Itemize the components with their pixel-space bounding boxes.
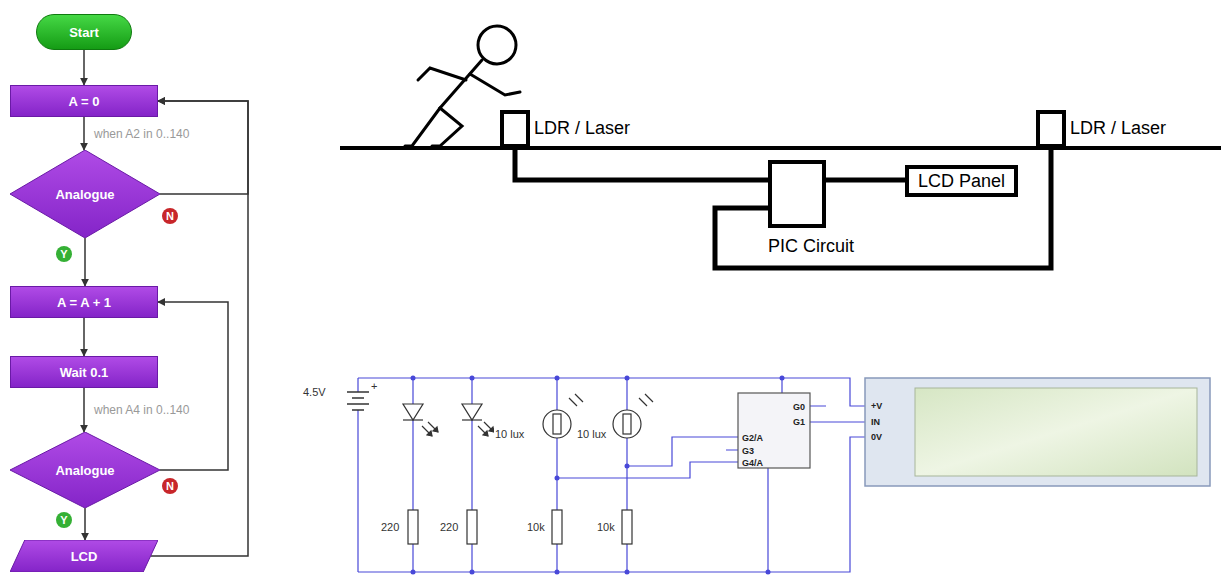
light-level: 10 lux	[494, 428, 525, 441]
edge-condition: when A4 in 0..140	[92, 403, 191, 417]
process-box: Wait 0.1	[10, 356, 158, 388]
resistor-value: 220	[380, 521, 400, 534]
wire	[515, 148, 768, 180]
process-box: A = A + 1	[10, 286, 158, 318]
decision-yes: Y	[56, 246, 72, 262]
flow-arrow	[83, 117, 85, 150]
light-level: 10 lux	[576, 428, 607, 441]
resistor-value: 10k	[526, 521, 546, 534]
schematic-wires	[358, 378, 865, 572]
pin-name: G4/A	[741, 457, 764, 470]
flow-arrow	[84, 508, 86, 540]
lcd-screen	[915, 388, 1197, 476]
pic-chip	[738, 393, 810, 468]
ground-line	[340, 146, 1221, 150]
wire	[826, 178, 905, 183]
node-text: Analogue	[55, 187, 114, 202]
voltage-label: 4.5V	[302, 386, 327, 399]
start-terminal: Start	[36, 14, 132, 50]
pin-name: +V	[870, 400, 883, 413]
decision-no: N	[162, 478, 178, 494]
battery-symbol	[347, 392, 369, 410]
flow-arrow	[158, 302, 228, 470]
node-text: LDR / Laser	[534, 118, 630, 139]
node-text: LCD Panel	[918, 171, 1005, 192]
process-box: A = 0	[10, 85, 158, 117]
node-text: Analogue	[55, 463, 114, 478]
flow-arrow	[83, 388, 85, 432]
lcd-module	[865, 378, 1210, 486]
output-parallelogram: LCD	[10, 540, 158, 572]
pic-circuit-box: PIC Circuit	[768, 160, 826, 228]
pin-name: G1	[792, 416, 806, 429]
battery-polarity: +	[370, 380, 378, 393]
flow-arrow	[83, 318, 85, 356]
decision-no: N	[162, 208, 178, 224]
pin-name: 0V	[870, 431, 883, 444]
node-text: A = 0	[69, 94, 100, 109]
node-text: LDR / Laser	[1070, 118, 1166, 139]
flow-arrow	[158, 101, 248, 194]
led-symbol	[403, 404, 494, 436]
junction-dot	[411, 376, 785, 575]
ldr-laser-housing: LDR / Laser	[1036, 110, 1066, 148]
resistor-value: 220	[439, 521, 459, 534]
node-text: LCD	[71, 549, 98, 564]
flow-arrow	[151, 101, 248, 556]
pin-name: G2/A	[741, 432, 764, 445]
edge-condition: when A2 in 0..140	[92, 127, 191, 141]
wire	[715, 148, 1051, 268]
ldr-laser-housing: LDR / Laser	[500, 110, 530, 148]
flow-arrow	[83, 50, 85, 85]
pin-name: IN	[870, 416, 881, 429]
pin-name: G3	[741, 445, 755, 458]
node-text: Start	[69, 25, 99, 40]
flow-arrow	[84, 238, 86, 286]
decision-diamond: Analogue	[10, 432, 160, 508]
resistor-value: 10k	[596, 521, 616, 534]
decision-yes: Y	[56, 512, 72, 528]
node-text: Wait 0.1	[60, 365, 109, 380]
decision-diamond: Analogue	[10, 150, 160, 238]
resistor-symbol	[408, 510, 632, 544]
node-text: A = A + 1	[57, 295, 111, 310]
lcd-panel-box: LCD Panel	[905, 165, 1018, 197]
pin-name: G0	[792, 401, 806, 414]
node-text: PIC Circuit	[768, 236, 854, 257]
